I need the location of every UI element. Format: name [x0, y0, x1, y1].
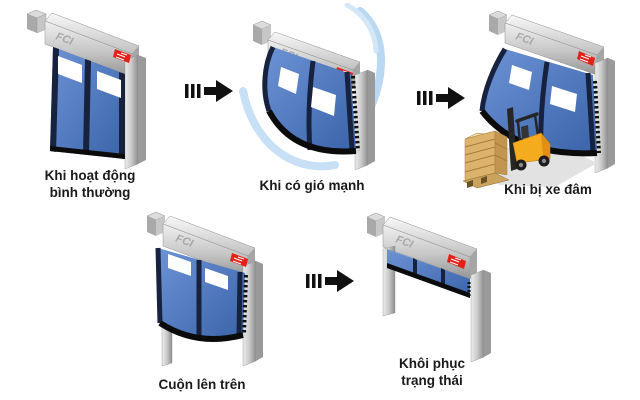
- step-label-line: Cuộn lên trên: [158, 377, 246, 392]
- curtain-bottom-bar: [50, 146, 125, 159]
- brand-label-red: [447, 254, 466, 269]
- step-label-rollup: Cuộn lên trên: [132, 376, 272, 393]
- curtain-window: [168, 254, 191, 276]
- step-label-line: Khi bị xe đâm: [504, 182, 592, 197]
- step-label-wind: Khi có gió mạnh: [237, 177, 387, 194]
- curtain-window: [97, 71, 121, 98]
- curtain-window: [58, 56, 82, 83]
- forklift-icon: [462, 107, 551, 189]
- door-curtain-half: [155, 247, 248, 342]
- curtain-window: [550, 86, 577, 112]
- door-post-right: [354, 69, 369, 171]
- curtain-window: [278, 67, 299, 94]
- fci-watermark: FCI: [514, 31, 536, 49]
- wind-swoosh-icon: [239, 87, 339, 171]
- step-label-line: Khôi phục: [399, 356, 465, 371]
- fci-watermark: FCI: [54, 31, 76, 49]
- door-curtain-rolled: [387, 249, 471, 298]
- step-label-normal: Khi hoạt động bình thường: [20, 167, 160, 201]
- brand-label-red: [113, 49, 131, 63]
- curtain-bottom-bar: [387, 263, 470, 298]
- brand-label-red: [230, 253, 248, 267]
- curtain-bottom-bar: [158, 320, 244, 342]
- step-label-crash: Khi bị xe đâm: [473, 181, 623, 198]
- step-label-line: bình thường: [49, 185, 131, 200]
- door-frame: FCI: [26, 9, 146, 170]
- curtain-window: [311, 87, 336, 116]
- step-label-line: Khi có gió mạnh: [259, 178, 365, 193]
- crate-icon: [462, 130, 510, 189]
- door-post-right: [470, 269, 485, 363]
- curtain-bottom-bar: [266, 109, 357, 155]
- fci-watermark: FCI: [394, 234, 416, 252]
- door-state-restore-illustration: FCI: [345, 205, 505, 373]
- transition-arrow-icon: [306, 267, 358, 295]
- fci-watermark: FCI: [174, 233, 196, 251]
- door-state-normal-illustration: FCI: [25, 5, 175, 173]
- door-state-wind-illustration: FCI: [235, 3, 420, 178]
- door-state-crash-illustration: FCI: [455, 5, 635, 195]
- step-label-line: Khi hoạt động: [44, 168, 136, 183]
- brand-label-red: [577, 51, 595, 66]
- door-curtain-billowed: [262, 45, 360, 155]
- door-frame: FCI: [366, 212, 491, 363]
- curtain-window: [509, 65, 532, 90]
- door-state-rollup-illustration: FCI: [135, 205, 300, 375]
- zipper-teeth: [242, 274, 248, 336]
- curtain-window: [205, 268, 228, 290]
- step-label-restore: Khôi phục trạng thái: [362, 355, 502, 389]
- door-post-right: [124, 54, 139, 170]
- transition-arrow-icon: [417, 84, 469, 112]
- zipper-teeth: [593, 80, 601, 154]
- step-label-line: trạng thái: [401, 373, 463, 388]
- door-curtain-closed: [50, 47, 125, 159]
- door-frame: FCI: [488, 10, 615, 174]
- transition-arrow-icon: [185, 77, 237, 105]
